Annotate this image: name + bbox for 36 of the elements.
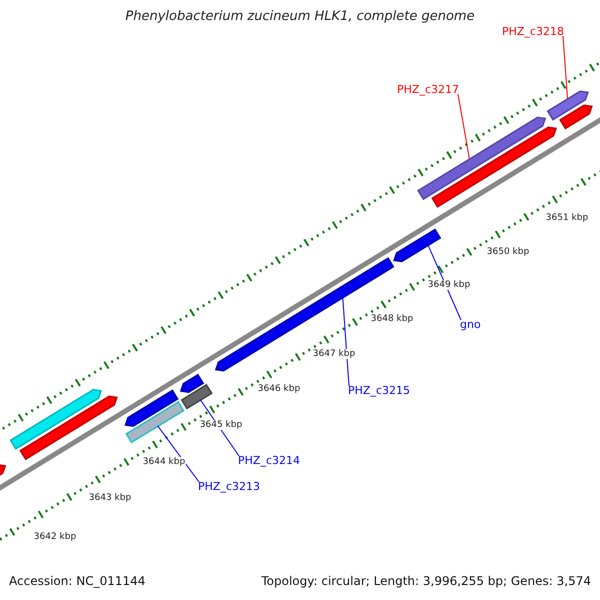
gene-bar bbox=[180, 374, 204, 393]
scale-label: 3648 kbp bbox=[370, 314, 414, 324]
scale-label: 3645 kbp bbox=[198, 420, 244, 430]
leader-line bbox=[342, 296, 350, 386]
gene-label: PHZ_c3214 bbox=[238, 454, 300, 467]
gene-bar bbox=[180, 384, 213, 410]
gene-label: PHZ_c3215 bbox=[348, 384, 410, 397]
gene-label: PHZ_c3213 bbox=[198, 480, 260, 493]
gene-bar bbox=[559, 104, 593, 130]
scale-label: 3643 kbp bbox=[88, 493, 132, 503]
gene-bar bbox=[10, 388, 102, 450]
gene-bar bbox=[124, 389, 179, 427]
gene-bar bbox=[417, 116, 546, 200]
gene-bar bbox=[214, 257, 394, 372]
scale-label: 3646 kbp bbox=[256, 384, 302, 394]
leader-line bbox=[457, 94, 470, 160]
scale-label: 3651 kbp bbox=[544, 213, 590, 223]
gene-label: PHZ_c3218 bbox=[502, 25, 564, 38]
leader-line bbox=[562, 36, 568, 100]
title: Phenylobacterium zucineum HLK1, complete genome bbox=[124, 9, 476, 24]
leader-line bbox=[157, 425, 200, 482]
gene-bar bbox=[393, 228, 442, 262]
gene-bar bbox=[431, 126, 557, 208]
footer-text: Topology: circular; Length: 3,996,255 bp; Genes: 3,574 bbox=[261, 574, 591, 588]
gene-bar bbox=[19, 396, 118, 460]
scale-label: 3650 kbp bbox=[486, 247, 530, 257]
gene-bar bbox=[546, 90, 589, 121]
gene-bar bbox=[125, 400, 185, 444]
scale-label: 3647 kbp bbox=[312, 349, 356, 359]
gene-label: PHZ_c3217 bbox=[397, 83, 459, 96]
leader-line bbox=[428, 244, 462, 320]
gene-label: gno bbox=[460, 318, 481, 331]
scale-label: 3642 kbp bbox=[32, 532, 78, 542]
scale-label: 3644 kbp bbox=[142, 457, 186, 467]
scale-label: 3649 kbp bbox=[426, 280, 472, 290]
footer-text: Accession: NC_011144 bbox=[9, 574, 146, 588]
